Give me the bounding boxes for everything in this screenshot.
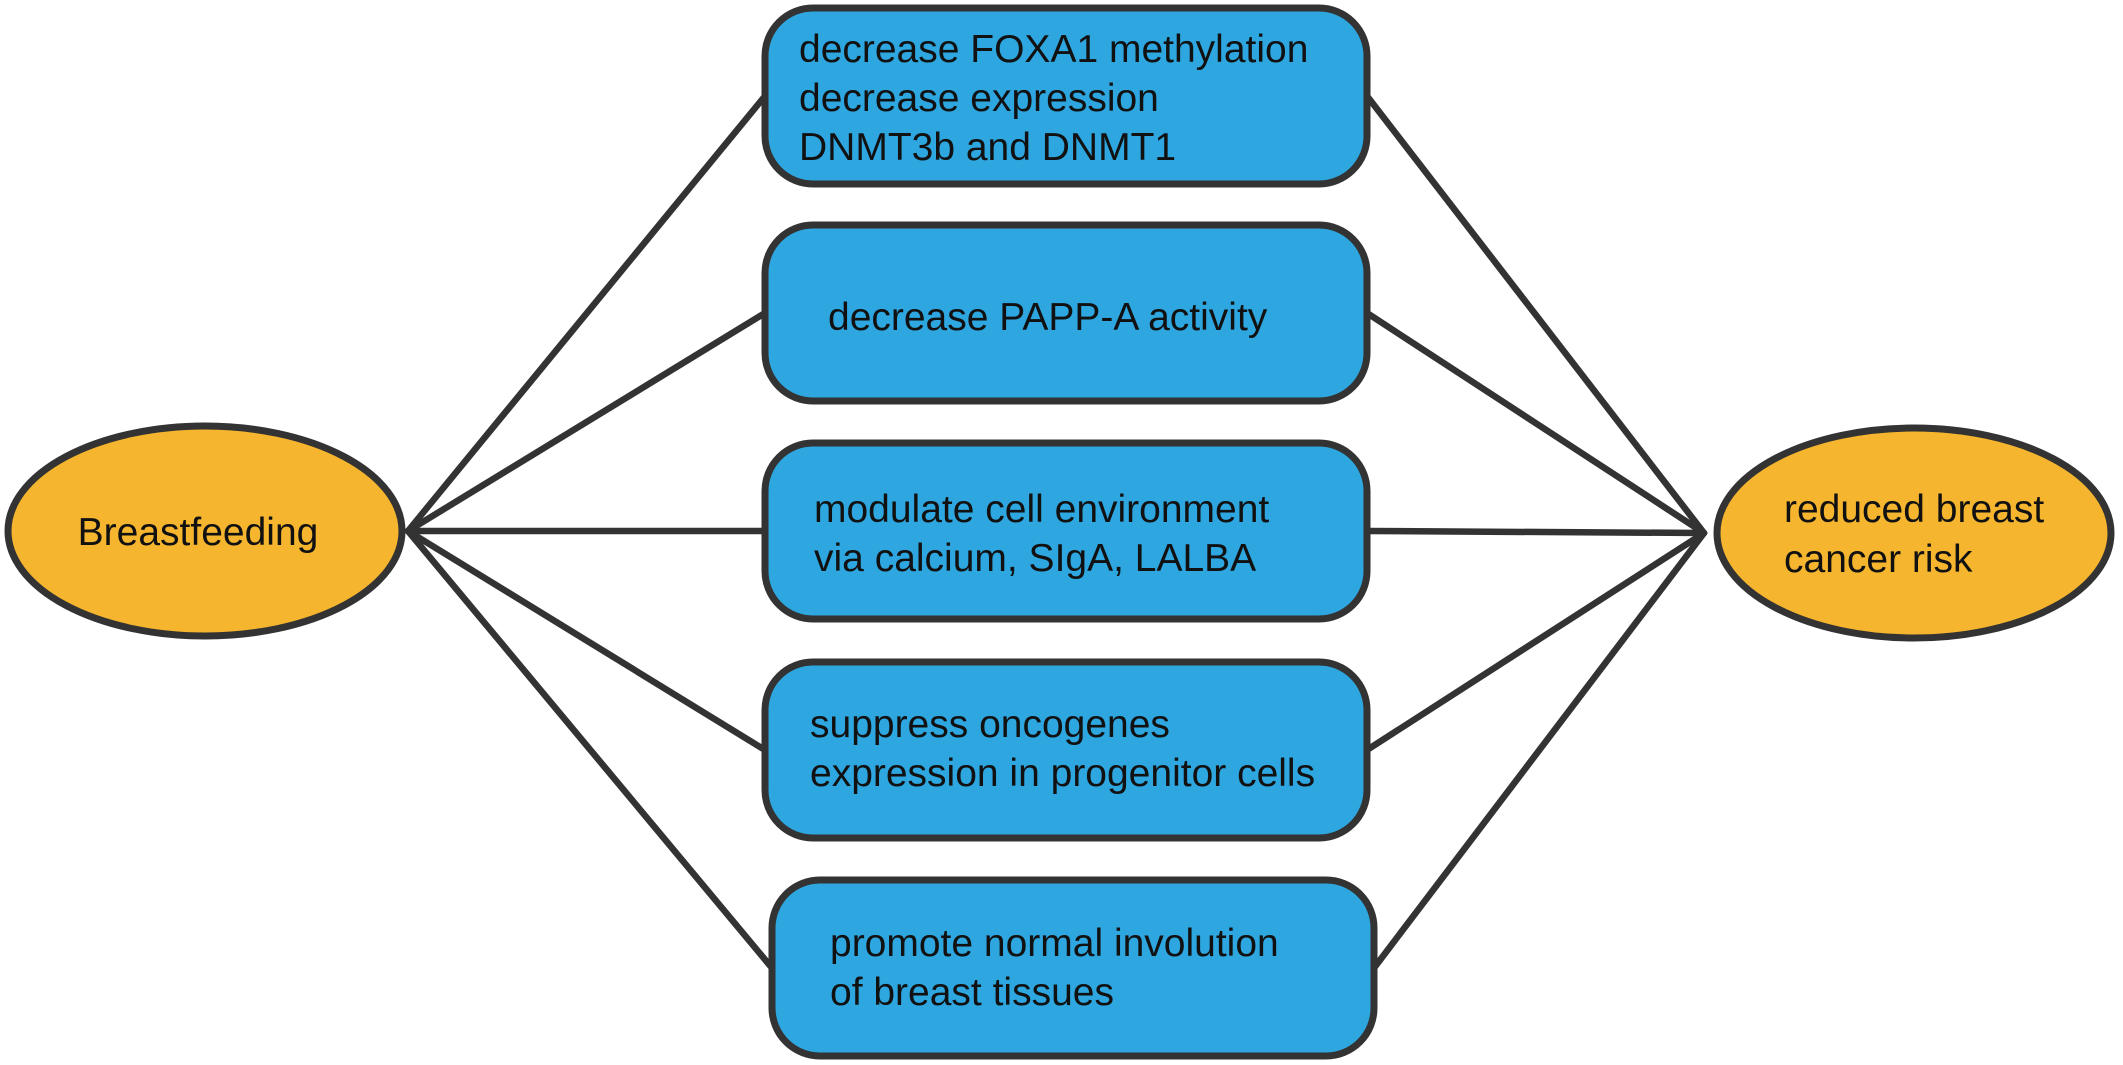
connector-source-to-mechanism xyxy=(404,92,769,535)
mechanism-box xyxy=(761,658,1371,842)
mechanism-label-line: promote normal involution xyxy=(830,922,1279,965)
mechanism-label: decrease FOXA1 methylation decrease expre… xyxy=(799,28,1308,169)
mechanism-label-line: suppress oncogenes xyxy=(810,703,1170,746)
connector-mechanism-to-target xyxy=(1370,529,1708,972)
connector-mechanism-to-target xyxy=(1363,92,1708,537)
mechanism-label-line: decrease PAPP-A activity xyxy=(828,296,1268,339)
source-label: Breastfeeding xyxy=(78,511,319,554)
mechanism-node: promote normal involution of breast tissu… xyxy=(768,876,1378,1060)
connector-source-to-mechanism xyxy=(404,527,776,972)
mechanism-label-line: decrease expression xyxy=(799,77,1159,120)
mechanism-label: modulate cell environment via calcium, SI… xyxy=(814,488,1269,580)
connector-mechanism-to-target xyxy=(1363,527,1708,537)
mechanism-node: decrease FOXA1 methylation decrease expre… xyxy=(761,4,1371,188)
mechanism-label: promote normal involution of breast tissu… xyxy=(830,922,1279,1014)
connectors xyxy=(404,92,1708,972)
source-node: Breastfeeding xyxy=(4,422,406,640)
mechanism-label-line: expression in progenitor cells xyxy=(810,752,1315,795)
target-label-line: reduced breast xyxy=(1784,488,2044,531)
source-ellipse xyxy=(4,422,406,640)
mechanism-box xyxy=(761,439,1371,623)
target-label-line: cancer risk xyxy=(1784,538,1973,581)
mechanism-label-line: of breast tissues xyxy=(830,971,1114,1014)
connector-source-to-mechanism xyxy=(404,309,769,535)
mechanism-label: suppress oncogenes expression in progenit… xyxy=(810,703,1315,795)
mechanism-node: modulate cell environment via calcium, SI… xyxy=(761,439,1371,623)
connector-mechanism-to-target xyxy=(1363,529,1708,754)
target-node: reduced breast cancer risk xyxy=(1713,424,2115,642)
mechanism-node: decrease PAPP-A activity xyxy=(761,221,1371,405)
mechanism-label-line: decrease FOXA1 methylation xyxy=(799,28,1308,71)
mechanism-box xyxy=(761,4,1371,188)
connector-source-to-mechanism xyxy=(404,527,769,754)
target-label: reduced breast cancer risk xyxy=(1784,488,2055,581)
mechanism-node: suppress oncogenes expression in progenit… xyxy=(761,658,1371,842)
target-ellipse xyxy=(1713,424,2115,642)
mechanism-label-line: DNMT3b and DNMT1 xyxy=(799,126,1176,169)
mechanism-box xyxy=(768,876,1378,1060)
mechanism-box xyxy=(761,221,1371,405)
mechanism-label: decrease PAPP-A activity xyxy=(828,296,1268,339)
mechanism-label-line: modulate cell environment xyxy=(814,488,1269,531)
connector-mechanism-to-target xyxy=(1363,309,1708,537)
mechanism-boxes: decrease FOXA1 methylation decrease expre… xyxy=(761,4,1378,1060)
mechanism-label-line: via calcium, SIgA, LALBA xyxy=(814,537,1256,580)
